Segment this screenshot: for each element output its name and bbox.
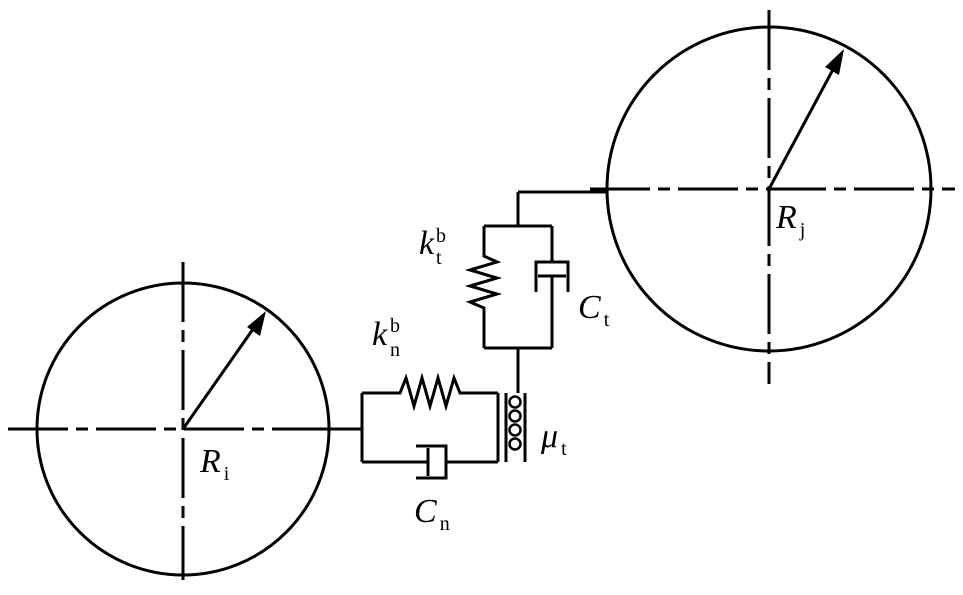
- normal-contact-element: [330, 372, 500, 480]
- particle-j: [590, 10, 955, 384]
- particle-i-arrowhead: [247, 311, 266, 336]
- svg-text:b: b: [390, 315, 400, 337]
- tangential-contact-element: [464, 190, 607, 393]
- particle-j-arrowhead: [825, 49, 844, 75]
- particle-i-radius-arrow: [181, 321, 260, 430]
- particle-i: [8, 262, 331, 580]
- svg-text:t: t: [436, 247, 442, 269]
- particle-j-radius-arrow: [767, 61, 839, 190]
- friction-slider: [504, 393, 527, 462]
- normal-damper: [362, 444, 498, 480]
- svg-text:k: k: [419, 225, 435, 262]
- roller-3: [508, 423, 522, 437]
- label-k-n: k b n: [372, 315, 400, 361]
- tangential-damper: [534, 226, 570, 348]
- svg-text:b: b: [436, 225, 446, 247]
- roller-1: [508, 395, 522, 409]
- svg-text:n: n: [390, 339, 400, 361]
- roller-4: [508, 437, 522, 451]
- normal-spring: [362, 372, 498, 412]
- roller-2: [508, 409, 522, 423]
- tangential-spring: [464, 226, 503, 348]
- svg-text:k: k: [372, 316, 388, 353]
- label-k-t: k b t: [419, 225, 446, 269]
